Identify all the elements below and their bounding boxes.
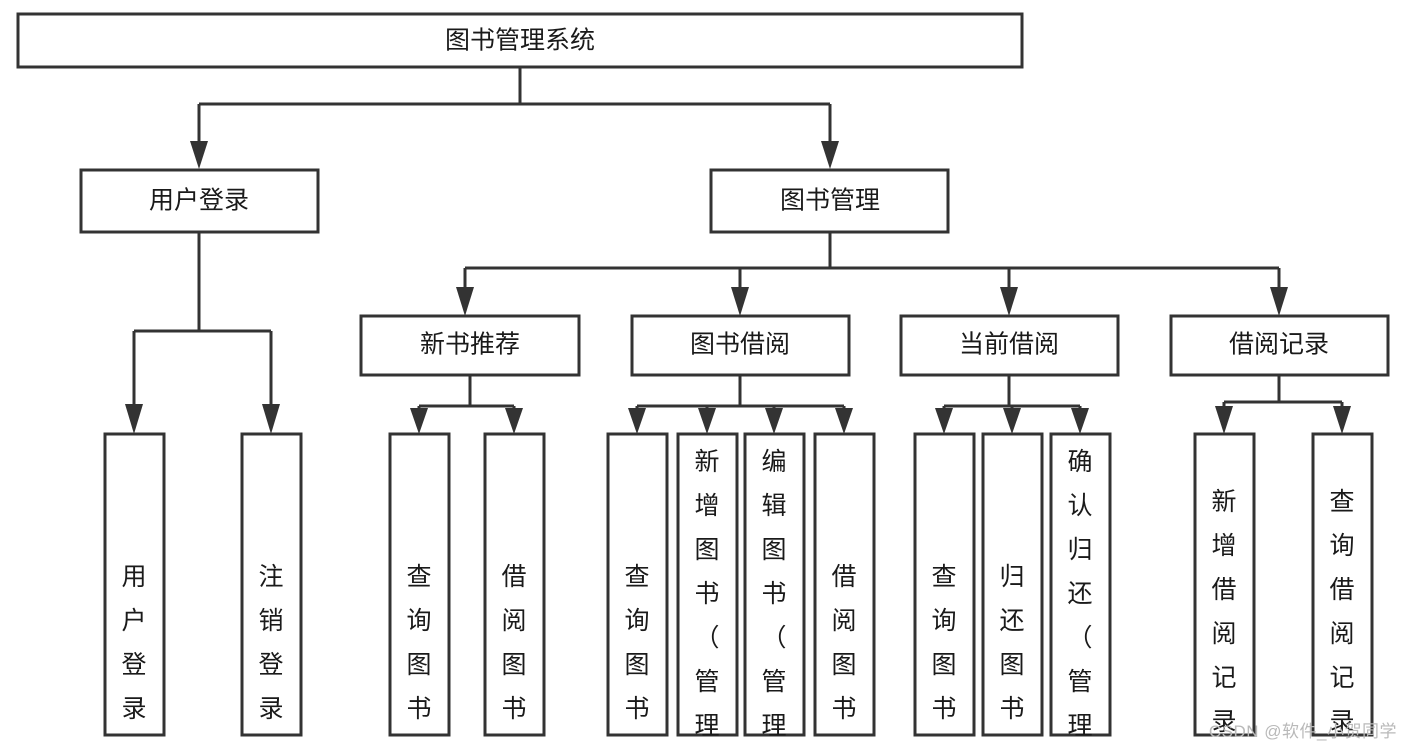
node-box-leaf-3[interactable] bbox=[388, 432, 451, 737]
node-box-root[interactable] bbox=[16, 12, 1024, 69]
node-label-records: 借阅记录 bbox=[1229, 331, 1329, 359]
node-label-current: 当前借阅 bbox=[959, 331, 1059, 359]
node-box-leaf-1[interactable] bbox=[103, 432, 166, 737]
arrow-head-records bbox=[1270, 287, 1288, 316]
leaf-node-13[interactable]: 查询借阅记录 bbox=[1311, 432, 1374, 737]
node-label-leaf-10: 归还图书 bbox=[999, 563, 1024, 723]
arrow-head-current bbox=[1000, 287, 1018, 316]
node-newbook[interactable]: 新书推荐 bbox=[359, 314, 581, 377]
arrow-head-leaf-1 bbox=[125, 404, 143, 434]
arrow-head-leaf-4 bbox=[505, 408, 523, 434]
node-label-leaf-3: 查询图书 bbox=[406, 563, 431, 723]
arrow-head-leaf-11 bbox=[1071, 408, 1089, 434]
node-label-bookmgmt: 图书管理 bbox=[780, 187, 880, 215]
arrow-head-leaf-5 bbox=[628, 408, 646, 434]
node-label-borrow: 图书借阅 bbox=[690, 331, 790, 359]
node-box-records[interactable] bbox=[1169, 314, 1390, 377]
node-login[interactable]: 用户登录 bbox=[79, 168, 320, 234]
node-current[interactable]: 当前借阅 bbox=[899, 314, 1120, 377]
node-box-bookmgmt[interactable] bbox=[709, 168, 950, 234]
connector-layer bbox=[125, 67, 1351, 434]
node-root[interactable]: 图书管理系统 bbox=[16, 12, 1024, 69]
node-box-leaf-10[interactable] bbox=[981, 432, 1044, 737]
node-label-root: 图书管理系统 bbox=[445, 27, 595, 55]
node-label-leaf-9: 查询图书 bbox=[931, 563, 956, 723]
arrow-head-login bbox=[190, 141, 208, 169]
node-box-current[interactable] bbox=[899, 314, 1120, 377]
node-box-login[interactable] bbox=[79, 168, 320, 234]
node-label-login: 用户登录 bbox=[149, 187, 249, 215]
leaf-node-12[interactable]: 新增借阅记录 bbox=[1193, 432, 1256, 737]
node-label-newbook: 新书推荐 bbox=[420, 331, 520, 359]
node-bookmgmt[interactable]: 图书管理 bbox=[709, 168, 950, 234]
node-box-newbook[interactable] bbox=[359, 314, 581, 377]
arrow-head-bookmgmt bbox=[821, 141, 839, 169]
arrow-head-leaf-13 bbox=[1333, 406, 1351, 434]
node-box-leaf-7[interactable] bbox=[743, 432, 806, 737]
node-label-leaf-2: 注销登录 bbox=[258, 563, 283, 723]
node-label-leaf-5: 查询图书 bbox=[624, 563, 649, 723]
leaf-node-1[interactable]: 用户登录 bbox=[103, 432, 166, 737]
arrow-head-leaf-8 bbox=[835, 408, 853, 434]
node-label-leaf-11: 确认归还（管理员） bbox=[1067, 448, 1092, 747]
node-box-leaf-13[interactable] bbox=[1311, 432, 1374, 737]
leaf-node-3[interactable]: 查询图书 bbox=[388, 432, 451, 737]
node-box-leaf-12[interactable] bbox=[1193, 432, 1256, 737]
node-label-leaf-1: 用户登录 bbox=[121, 563, 146, 723]
arrow-head-borrow bbox=[731, 287, 749, 316]
arrow-head-leaf-12 bbox=[1215, 406, 1233, 434]
arrow-head-leaf-6 bbox=[698, 408, 716, 434]
leaf-node-8[interactable]: 借阅图书 bbox=[813, 432, 876, 737]
arrow-head-leaf-10 bbox=[1003, 408, 1021, 434]
node-box-leaf-5[interactable] bbox=[606, 432, 669, 737]
node-label-leaf-12: 新增借阅记录 bbox=[1211, 488, 1236, 736]
node-borrow[interactable]: 图书借阅 bbox=[630, 314, 851, 377]
node-label-leaf-7: 编辑图书（管理员） bbox=[761, 448, 786, 747]
leaf-node-6[interactable]: 新增图书（管理员） bbox=[676, 432, 739, 747]
node-box-leaf-9[interactable] bbox=[913, 432, 976, 737]
node-box-leaf-11[interactable] bbox=[1049, 432, 1112, 737]
node-box-leaf-8[interactable] bbox=[813, 432, 876, 737]
watermark-label: CSDN @软件_小贺同学 bbox=[1208, 722, 1397, 741]
leaf-node-9[interactable]: 查询图书 bbox=[913, 432, 976, 737]
arrow-head-leaf-9 bbox=[935, 408, 953, 434]
arrow-head-leaf-7 bbox=[765, 408, 783, 434]
leaf-node-2[interactable]: 注销登录 bbox=[240, 432, 303, 737]
node-label-leaf-13: 查询借阅记录 bbox=[1329, 488, 1354, 736]
arrow-head-newbook bbox=[456, 287, 474, 316]
arrow-head-leaf-3 bbox=[410, 408, 428, 434]
node-box-leaf-2[interactable] bbox=[240, 432, 303, 737]
leaf-node-10[interactable]: 归还图书 bbox=[981, 432, 1044, 737]
leaf-node-5[interactable]: 查询图书 bbox=[606, 432, 669, 737]
node-label-leaf-4: 借阅图书 bbox=[501, 563, 526, 723]
node-box-leaf-6[interactable] bbox=[676, 432, 739, 737]
leaf-node-4[interactable]: 借阅图书 bbox=[483, 432, 546, 737]
node-box-borrow[interactable] bbox=[630, 314, 851, 377]
node-label-leaf-8: 借阅图书 bbox=[831, 563, 856, 723]
leaf-node-7[interactable]: 编辑图书（管理员） bbox=[743, 432, 806, 747]
leaf-node-11[interactable]: 确认归还（管理员） bbox=[1049, 432, 1112, 747]
arrow-head-leaf-2 bbox=[262, 404, 280, 434]
node-records[interactable]: 借阅记录 bbox=[1169, 314, 1390, 377]
node-box-leaf-4[interactable] bbox=[483, 432, 546, 737]
node-label-leaf-6: 新增图书（管理员） bbox=[694, 448, 719, 747]
